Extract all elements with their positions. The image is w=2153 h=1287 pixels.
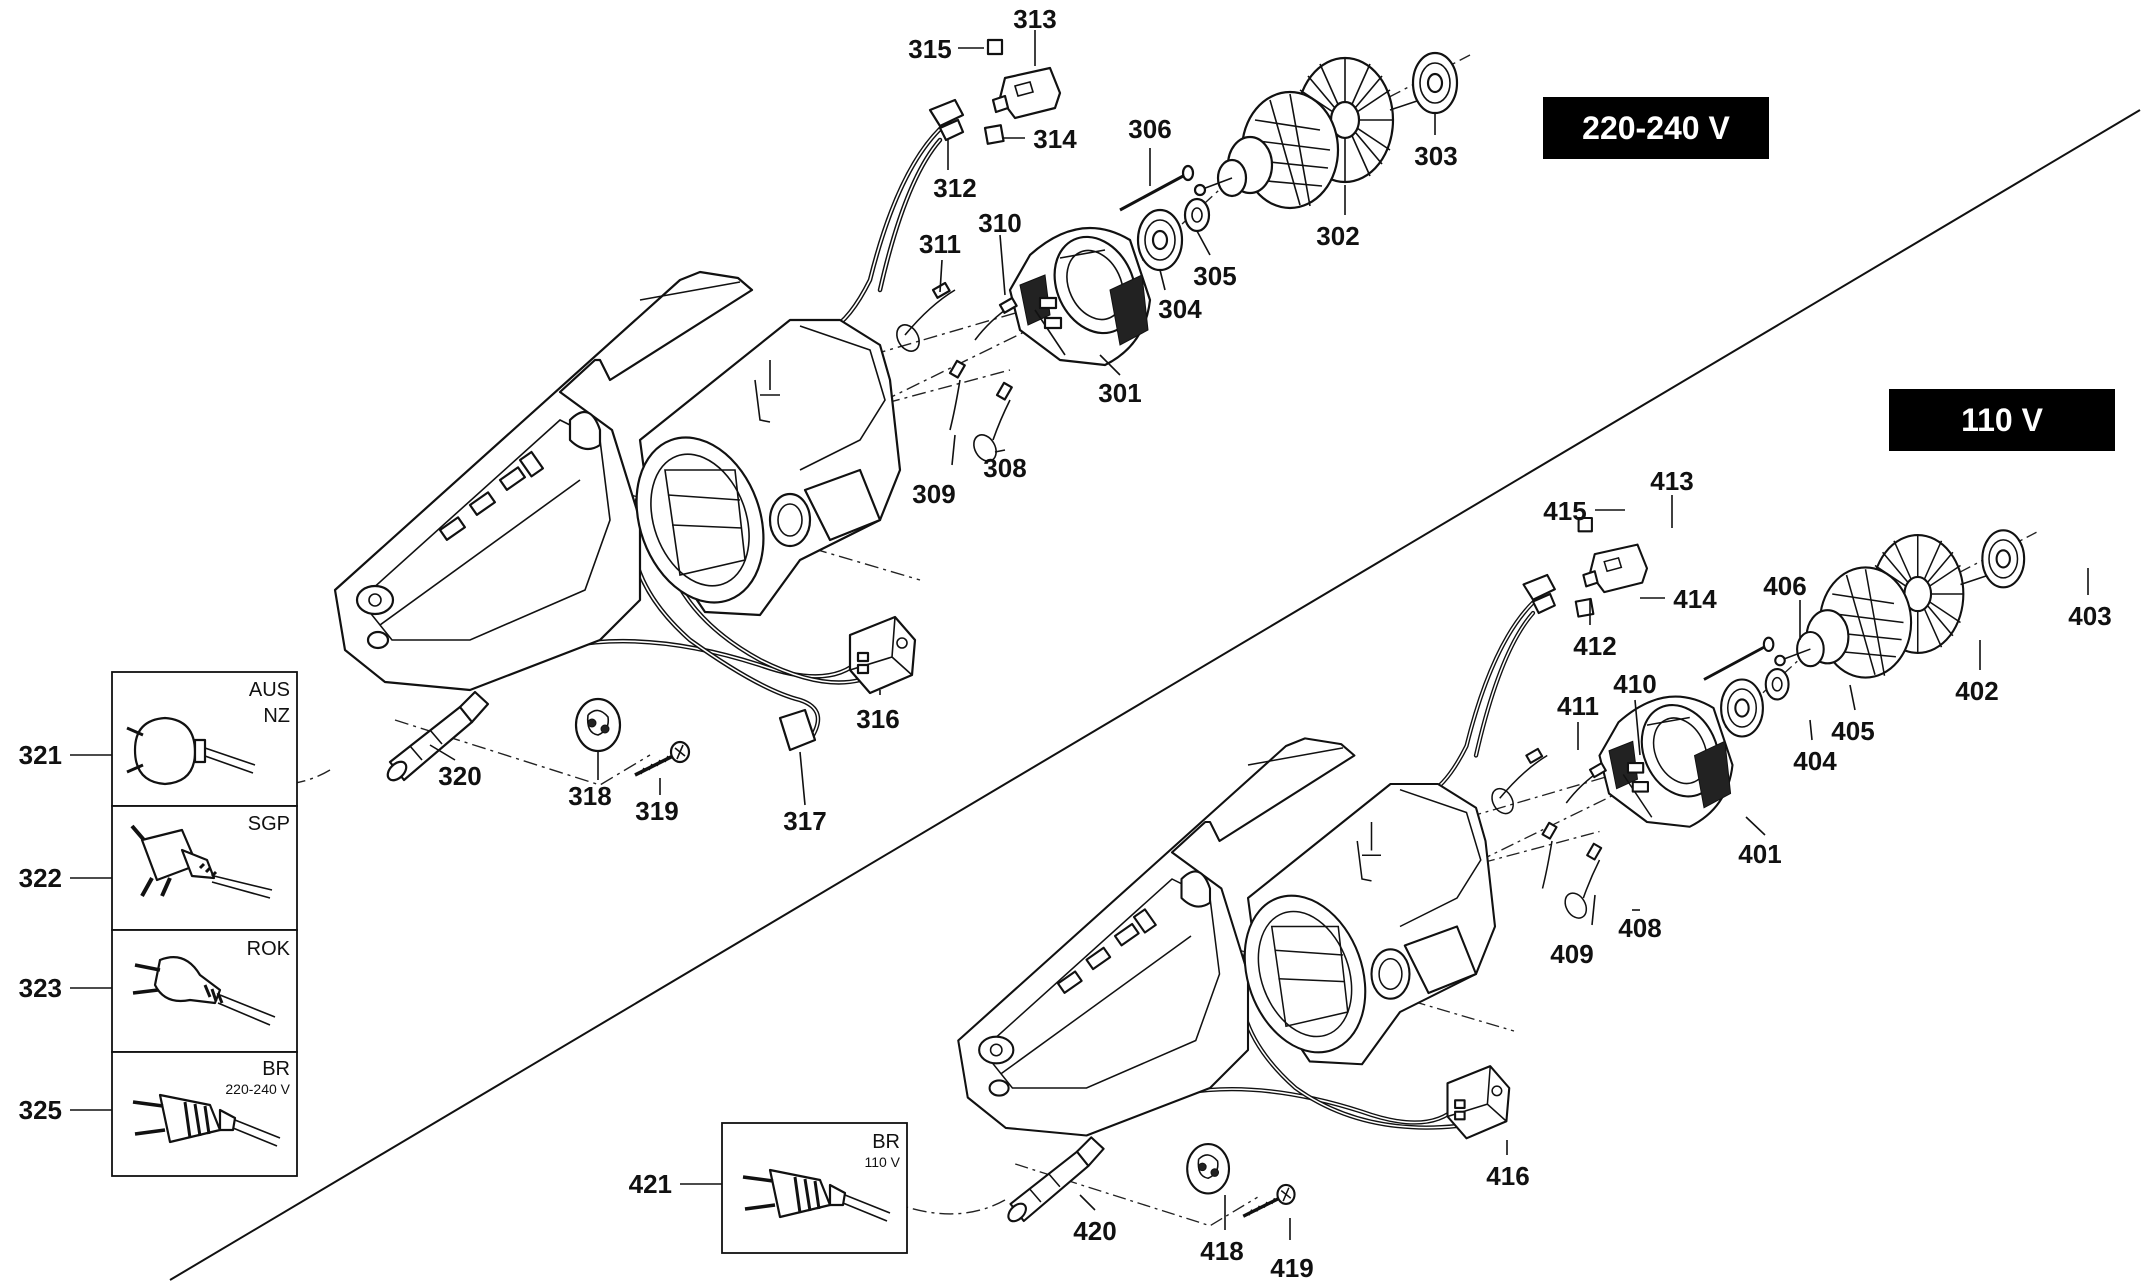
part-label-418: 418 (1200, 1236, 1243, 1266)
plug-variant-box-325: BR 220-240 V (111, 1051, 298, 1177)
plug-code-421: 421 (629, 1169, 672, 1199)
part-label-401: 401 (1738, 839, 1781, 869)
part-label-405: 405 (1831, 716, 1874, 746)
plug-box-321-title: AUS (249, 679, 290, 701)
part-label-408: 408 (1618, 913, 1661, 943)
plug-variant-box-323: ROK (111, 929, 298, 1053)
plug-leaders (70, 754, 722, 1185)
part-label-304: 304 (1158, 294, 1202, 324)
plug-code-325: 325 (19, 1095, 62, 1125)
part-label-415: 415 (1543, 496, 1586, 526)
part-label-315: 315 (908, 34, 951, 64)
plug-box-322-title: SGP (248, 813, 290, 835)
plug-box-323-title: ROK (247, 938, 291, 960)
assembly-110v (899, 516, 2037, 1227)
plug-box-325-sub: 220-240 V (225, 1081, 290, 1097)
section-divider (169, 109, 2141, 1281)
voltage-badge-high-text: 220-240 V (1582, 110, 1730, 146)
part-label-412: 412 (1573, 631, 1616, 661)
part-label-314: 314 (1033, 124, 1077, 154)
part-label-403: 403 (2068, 601, 2111, 631)
part-label-404: 404 (1793, 746, 1837, 776)
part-label-409: 409 (1550, 939, 1593, 969)
plug-box-325-title: BR (262, 1058, 290, 1080)
part-label-414: 414 (1673, 584, 1717, 614)
part-label-313: 313 (1013, 4, 1056, 34)
part-label-303: 303 (1414, 141, 1457, 171)
part-label-316: 316 (856, 704, 899, 734)
plug-box-421-title: BR (872, 1131, 900, 1153)
voltage-badge-low-text: 110 V (1961, 402, 2044, 438)
part-label-406: 406 (1763, 571, 1806, 601)
plug-code-321: 321 (19, 740, 62, 770)
part-label-305: 305 (1193, 261, 1236, 291)
part-label-306: 306 (1128, 114, 1171, 144)
part-label-311: 311 (919, 229, 961, 259)
part-label-309: 309 (912, 479, 955, 509)
part-label-308: 308 (983, 453, 1026, 483)
part-leaders-upper (429, 30, 1436, 806)
part-label-302: 302 (1316, 221, 1359, 251)
voltage-badge-low: 110 V (1889, 389, 2115, 451)
plug-variant-box-321: AUS NZ (111, 671, 298, 807)
plug-variant-box-421: BR 110 V (721, 1122, 908, 1254)
plug-variant-box-322: SGP (111, 805, 298, 931)
plug-box-321-sub: NZ (263, 705, 290, 727)
part-label-416: 416 (1486, 1161, 1529, 1191)
plug-code-322: 322 (19, 863, 62, 893)
part-label-411: 411 (1557, 691, 1599, 721)
voltage-badge-high: 220-240 V (1543, 97, 1769, 159)
part-label-312: 312 (933, 173, 976, 203)
part-label-310: 310 (978, 208, 1021, 238)
part-leaders-lower (1079, 495, 2089, 1240)
part-label-419: 419 (1270, 1253, 1313, 1283)
plug-box-421-sub: 110 V (864, 1154, 900, 1170)
part-label-410: 410 (1613, 669, 1656, 699)
part-label-320: 320 (438, 761, 481, 791)
part-label-318: 318 (568, 781, 611, 811)
part-label-317: 317 (783, 806, 826, 836)
part-label-402: 402 (1955, 676, 1998, 706)
part-label-319: 319 (635, 796, 678, 826)
part-label-301: 301 (1098, 378, 1141, 408)
part-label-420: 420 (1073, 1216, 1116, 1246)
plug-code-323: 323 (19, 973, 62, 1003)
assembly-220-240v (199, 38, 1471, 786)
part-label-413: 413 (1650, 466, 1693, 496)
